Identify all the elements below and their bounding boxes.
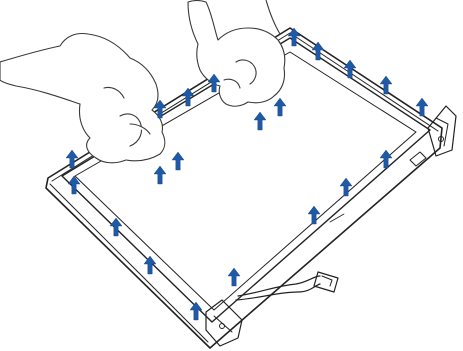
lift-arrow-icon — [274, 98, 286, 116]
lift-arrow-icon — [154, 166, 166, 184]
display-cable — [236, 272, 338, 300]
lift-arrow-icon — [340, 178, 352, 196]
lift-arrow-icon — [312, 42, 324, 60]
lift-arrow-icon — [172, 152, 184, 170]
lift-arrow-icon — [308, 206, 320, 224]
lift-arrow-icon — [228, 268, 240, 286]
lift-arrow-icon — [380, 76, 392, 94]
left-hand — [0, 34, 165, 163]
hinge-right — [410, 106, 456, 166]
lift-arrow-icon — [254, 112, 266, 130]
lift-arrow-icon — [416, 98, 428, 116]
